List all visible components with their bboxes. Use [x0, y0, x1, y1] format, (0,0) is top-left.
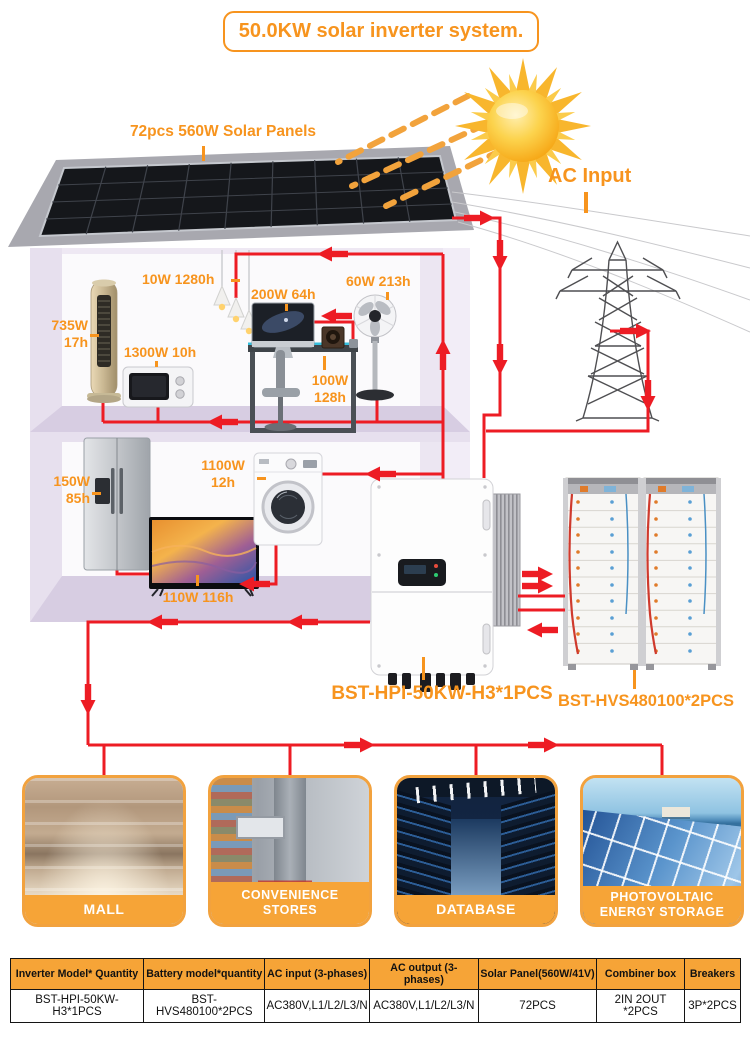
sun-rays — [335, 93, 505, 209]
sector-banner: PHOTOVOLTAIC ENERGY STORAGE — [583, 886, 741, 924]
cell-solar-panel: 72PCS — [477, 989, 598, 1023]
ac-input-label: AC Input — [548, 165, 632, 187]
col-combiner-box: Combiner box — [596, 958, 685, 990]
sector-banner: CONVENIENCE STORES — [211, 882, 369, 924]
tower-fan-icon — [87, 279, 121, 403]
cell-battery-model: BST-HVS480100*2PCS — [142, 989, 266, 1023]
sector-banner: MALL — [25, 894, 183, 924]
sector-card-convenience-stores: CONVENIENCE STORES — [208, 775, 372, 927]
speaker-pointer — [323, 356, 326, 370]
battery-rack-icon — [563, 476, 723, 672]
cell-ac-input: AC380V,L1/L2/L3/N — [264, 989, 370, 1023]
tv-icon — [149, 517, 259, 597]
store-register-detail — [236, 815, 285, 839]
washing-machine-icon — [253, 452, 323, 546]
tower-fan-power-label: 735W 17h — [51, 317, 88, 351]
col-battery-model: Battery model*quantity — [142, 958, 266, 990]
fridge-icon — [83, 437, 151, 571]
cell-ac-output: AC380V,L1/L2/L3/N — [368, 989, 479, 1023]
inverter-model-label: BST-HPI-50KW-H3*1PCS — [331, 683, 553, 704]
sector-card-mall: MALL — [22, 775, 186, 927]
office-chair-icon — [262, 350, 300, 431]
standing-fan-icon — [353, 294, 397, 401]
inverter-pointer — [422, 657, 425, 680]
inverter-unit — [370, 478, 521, 692]
washer-pointer — [257, 477, 266, 480]
cell-combiner-box: 2IN 2OUT *2PCS — [596, 989, 685, 1023]
microwave-power-label: 1300W 10h — [123, 344, 197, 360]
spec-table: Inverter Model* Quantity Battery model*q… — [10, 958, 741, 1023]
battery-pointer — [633, 670, 636, 689]
fan-power-label: 60W 213h — [346, 273, 411, 289]
computer-pointer — [285, 304, 288, 311]
tv-pointer — [196, 575, 199, 586]
microwave-pointer — [155, 361, 158, 367]
sun-icon — [455, 58, 591, 194]
cell-inverter-model: BST-HPI-50KW-H3*1PCS — [10, 989, 144, 1023]
lamp-power-label: 10W 1280h — [142, 271, 215, 287]
tv-power-label: 110W 116h — [162, 589, 234, 605]
col-inverter-model: Inverter Model* Quantity — [10, 958, 144, 990]
battery-model-label: BST-HVS480100*2PCS — [557, 692, 735, 710]
microwave-icon — [122, 366, 194, 408]
pv-building-detail — [662, 807, 691, 818]
computer-power-label: 200W 64h — [251, 286, 316, 302]
col-solar-panel: Solar Panel(560W/41V) — [477, 958, 598, 990]
col-ac-input: AC input (3-phases) — [264, 958, 370, 990]
page-title: 50.0KW solar inverter system. — [223, 11, 539, 52]
lamp-pointer — [231, 279, 240, 282]
sector-banner: DATABASE — [397, 894, 555, 924]
fan-pointer — [386, 292, 389, 300]
spec-table-data-row: BST-HPI-50KW-H3*1PCS BST-HVS480100*2PCS … — [10, 989, 741, 1023]
fridge-power-label: 150W 85h — [53, 473, 90, 507]
ac-input-pointer — [584, 192, 588, 213]
solar-panels-label: 72pcs 560W Solar Panels — [129, 123, 317, 140]
solar-panels-pointer — [202, 146, 205, 161]
washer-power-label: 1100W 12h — [201, 457, 245, 491]
roof-solar-array — [8, 146, 474, 247]
fridge-pointer — [92, 492, 101, 495]
speaker-power-label: 100W 128h — [311, 372, 349, 406]
speaker-icon — [321, 326, 358, 349]
power-lines — [451, 191, 750, 333]
sector-card-database: DATABASE — [394, 775, 558, 927]
cell-breakers: 3P*2PCS — [684, 989, 741, 1023]
flow-arrows — [80, 210, 656, 753]
sector-card-pv-storage: PHOTOVOLTAIC ENERGY STORAGE — [580, 775, 744, 927]
tower-fan-pointer — [90, 334, 99, 337]
spec-table-header-row: Inverter Model* Quantity Battery model*q… — [10, 958, 741, 990]
col-breakers: Breakers — [684, 958, 741, 990]
col-ac-output: AC output (3-phases) — [368, 958, 479, 990]
